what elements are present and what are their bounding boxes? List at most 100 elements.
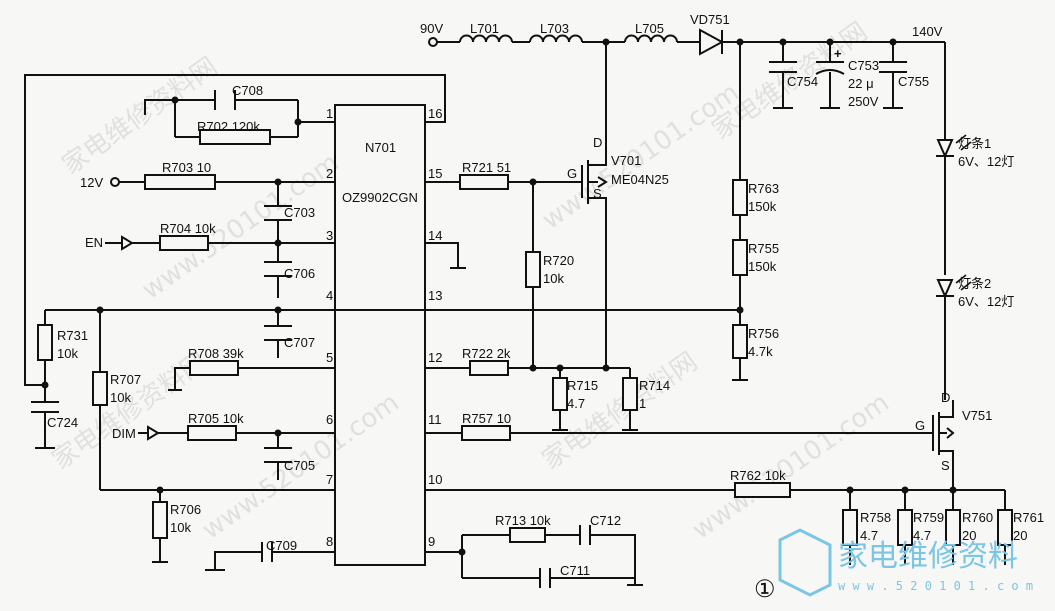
res-r762	[734, 482, 791, 498]
cap-c703	[264, 205, 292, 221]
wire-pin12	[425, 355, 631, 430]
label-r731-value: 10k	[57, 346, 78, 361]
label-r755: R755	[748, 241, 779, 256]
label-c712: C712	[590, 513, 621, 528]
label-r757: R757 10	[462, 411, 511, 426]
pin-2-label: 2	[326, 166, 333, 181]
res-r708	[189, 360, 239, 376]
wire-pin6	[138, 425, 335, 480]
inductor-l705	[624, 34, 678, 43]
label-v701-g: G	[567, 166, 577, 181]
label-led-strip-1-spec: 6V、12灯	[958, 154, 1014, 169]
c753-plus-sign: +	[834, 46, 842, 61]
label-r714: R714	[639, 378, 670, 393]
cap-c724	[31, 385, 59, 449]
res-r759	[897, 509, 913, 546]
res-r761	[997, 509, 1013, 546]
ic-ref-label: N701	[365, 140, 396, 155]
label-v751-ref: V751	[962, 408, 992, 423]
mosfet-v701	[575, 40, 608, 355]
label-r755-value: 150k	[748, 259, 777, 274]
res-r707	[92, 371, 108, 406]
res-r757	[461, 425, 511, 441]
wire-pin3	[105, 235, 335, 298]
pin-15-label: 15	[428, 166, 442, 181]
label-r720: R720	[543, 253, 574, 268]
res-r763	[732, 179, 748, 216]
res-r755	[732, 239, 748, 276]
label-c709: C709	[266, 538, 297, 553]
res-r702	[199, 129, 271, 145]
res-r703	[144, 174, 216, 190]
pin-13-label: 13	[428, 288, 442, 303]
wire-pin14	[425, 242, 466, 269]
res-r721	[459, 174, 509, 190]
label-c706: C706	[284, 266, 315, 281]
label-r761: R761	[1013, 510, 1044, 525]
label-90v-input: 90V	[420, 21, 443, 36]
pin-9-label: 9	[428, 534, 435, 549]
cap-c712-c711	[539, 525, 591, 588]
label-c755: C755	[898, 74, 929, 89]
res-r714	[622, 377, 638, 411]
label-r759-value: 4.7	[913, 528, 931, 543]
wire-pin8	[205, 542, 335, 571]
wire-pin15	[425, 181, 575, 368]
label-c754: C754	[787, 74, 818, 89]
label-c753-cap: 22 μ	[848, 76, 874, 91]
label-l703: L703	[540, 21, 569, 36]
ic-part-label: OZ9902CGN	[342, 190, 418, 205]
site-logo: 家电维修资料 w w w . 5 2 0 1 0 1 . c o m	[778, 528, 1033, 597]
label-r760-value: 20	[962, 528, 976, 543]
res-r715	[552, 377, 568, 411]
label-r707: R707	[110, 372, 141, 387]
cap-c707	[264, 325, 292, 341]
label-r758: R758	[860, 510, 891, 525]
label-r705: R705 10k	[188, 411, 244, 426]
wire-pin16-loop	[24, 74, 446, 386]
label-r704: R704 10k	[160, 221, 216, 236]
label-r760: R760	[962, 510, 993, 525]
res-r704	[159, 235, 209, 251]
label-r759: R759	[913, 510, 944, 525]
inductor-l701	[459, 34, 513, 43]
label-v701-part: ME04N25	[611, 172, 669, 187]
pin-5-label: 5	[326, 350, 333, 365]
pin-11-label: 11	[428, 412, 442, 427]
res-r720	[525, 251, 541, 288]
label-r707-value: 10k	[110, 390, 131, 405]
label-led-strip-2-spec: 6V、12灯	[958, 294, 1014, 309]
output-caps	[739, 42, 907, 180]
label-c753: C753	[848, 58, 879, 73]
label-r703: R703 10	[162, 160, 211, 175]
label-v751-d: D	[941, 390, 950, 405]
label-r714-value: 1	[639, 396, 646, 411]
led-strip-1-symbol	[936, 139, 954, 159]
label-dim-input: DIM	[112, 426, 136, 441]
logo-text: 家电维修资料	[838, 539, 1018, 574]
res-r758	[842, 509, 858, 546]
res-r756	[732, 324, 748, 359]
pin-6-label: 6	[326, 412, 333, 427]
wire-pin7	[100, 489, 335, 563]
label-v751-g: G	[915, 418, 925, 433]
label-r713: R713 10k	[495, 513, 551, 528]
label-r763-value: 150k	[748, 199, 777, 214]
label-r702: R702 120k	[197, 119, 260, 134]
label-r706: R706	[170, 502, 201, 517]
pin-10-label: 10	[428, 472, 442, 487]
label-r715: R715	[567, 378, 598, 393]
pin-1-label: 1	[326, 106, 333, 121]
label-12v-input: 12V	[80, 175, 103, 190]
label-c724: C724	[47, 415, 78, 430]
label-r758-value: 4.7	[860, 528, 878, 543]
label-v751-s: S	[941, 458, 950, 473]
label-r720-value: 10k	[543, 271, 564, 286]
res-r760	[945, 509, 961, 546]
label-en-input: EN	[85, 235, 103, 250]
label-v701-d: D	[593, 135, 602, 150]
label-r722: R722 2k	[462, 346, 511, 361]
figure-number: ①	[754, 575, 776, 603]
